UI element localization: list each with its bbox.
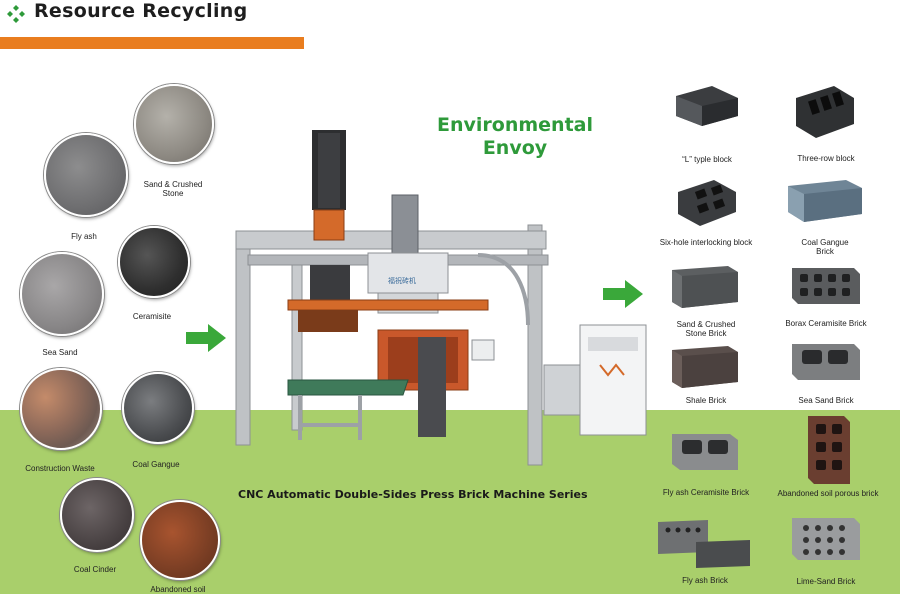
material-coal-gangue [122, 372, 194, 444]
machine-caption: CNC Automatic Double-Sides Press Brick M… [238, 488, 588, 501]
material-label: Construction Waste [25, 464, 95, 473]
product-shale-brick [672, 346, 738, 388]
product-label: Coal Gangue Brick [801, 238, 849, 256]
material-label: Coal Gangue [132, 460, 180, 469]
material-label: Sea Sand [42, 348, 78, 357]
product-label: Lime-Sand Brick [796, 577, 856, 586]
product-label: Shale Brick [685, 396, 727, 405]
product-label: Six-hole interlocking block [659, 238, 753, 247]
brick-machine-illustration [235, 130, 647, 466]
product-label: Fly ash Ceramisite Brick [662, 488, 750, 497]
material-ceramisite [118, 226, 190, 298]
page-title: Resource Recycling [34, 0, 248, 22]
product-three-row-block [796, 86, 854, 138]
product-l-block [676, 86, 738, 126]
product-fly-ash-brick [658, 520, 750, 568]
material-label: Ceramisite [132, 312, 172, 321]
product-borax-ceramisite-brick [792, 268, 860, 304]
product-label: Three-row block [797, 154, 855, 163]
right-arrow-icon [186, 324, 226, 352]
material-sand-crushed-stone [134, 84, 214, 164]
material-label: Sand & Crushed Stone [143, 180, 203, 198]
material-label: Abandoned soil [150, 585, 206, 594]
orange-accent-bar [0, 37, 304, 49]
product-lime-sand-brick [792, 518, 860, 560]
product-label: Sea Sand Brick [798, 396, 854, 405]
diamond-cluster-icon [7, 5, 25, 23]
material-coal-cinder [60, 478, 134, 552]
material-label: Coal Cinder [73, 565, 117, 574]
product-abandoned-soil-porous-brick [808, 416, 850, 484]
right-arrow-icon [603, 280, 643, 308]
product-label: Fly ash Brick [682, 576, 728, 585]
product-fly-ash-ceramisite-brick [672, 434, 738, 470]
product-label: Abandoned soil porous brick [777, 489, 879, 498]
material-label: Fly ash [71, 232, 97, 241]
material-construction-waste [20, 368, 102, 450]
machine-plate-text: 福祝砖机 [388, 278, 416, 285]
slogan-line-2: Envoy [482, 137, 548, 159]
product-coal-gangue-brick [788, 180, 862, 222]
slogan: Environmental Envoy [420, 114, 610, 160]
product-label: Sand & Crushed Stone Brick [676, 320, 736, 338]
product-sand-crushed-stone-brick [672, 266, 738, 308]
material-fly-ash [44, 133, 128, 217]
material-abandoned-soil [140, 500, 220, 580]
slogan-line-1: Environmental [437, 114, 593, 136]
product-six-hole-block [678, 180, 736, 226]
product-sea-sand-brick [792, 344, 860, 380]
product-label: “L” typle block [682, 155, 732, 164]
material-sea-sand [20, 252, 104, 336]
product-label: Borax Ceramisite Brick [785, 319, 867, 328]
